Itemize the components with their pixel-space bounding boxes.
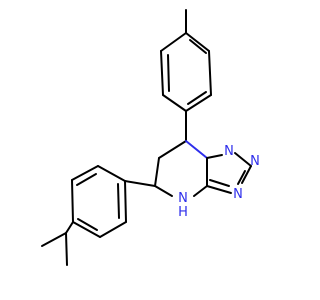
- pyrimidine-ring: [154, 140, 208, 197]
- atom-n3: N: [233, 187, 243, 202]
- structure-diagram: N N N N H: [41, 9, 260, 266]
- molecule-drawing: N N N N H: [41, 9, 260, 266]
- tolyl-ring: [160, 9, 212, 112]
- cumyl-ring: [41, 165, 156, 266]
- triazole-ring: [206, 152, 252, 194]
- atom-n2: N: [250, 154, 260, 169]
- atom-nh: N: [178, 191, 188, 206]
- atom-h: H: [178, 205, 188, 220]
- atom-n1: N: [224, 144, 234, 159]
